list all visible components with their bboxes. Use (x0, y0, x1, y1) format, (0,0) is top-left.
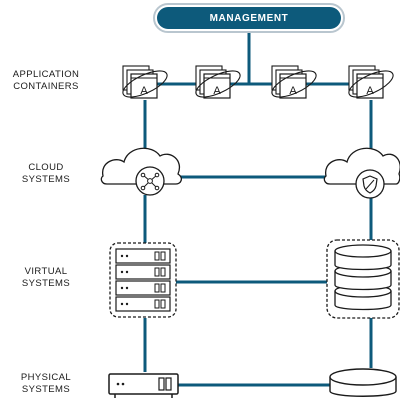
rack-unit (115, 248, 171, 264)
tier-label-virtual: VIRTUAL SYSTEMS (21, 266, 71, 289)
physical-storage-icon (329, 368, 397, 397)
connection-lines (136, 32, 373, 387)
tier-label-application: APPLICATION CONTAINERS (12, 69, 80, 92)
cloud-icon-right (323, 147, 400, 199)
storage-disk (334, 244, 392, 271)
container-glyph: A (140, 85, 148, 97)
tier-label-physical: PHYSICAL SYSTEMS (20, 372, 72, 395)
rack-unit (115, 280, 171, 296)
management-label: MANAGEMENT (157, 7, 341, 29)
cloud-icon-left (100, 147, 182, 196)
container-icon: A (195, 65, 241, 99)
server-rack-icon (109, 242, 177, 318)
rack-unit (115, 296, 171, 312)
container-glyph: A (289, 85, 297, 97)
container-glyph: A (366, 85, 374, 97)
storage-stack-icon (326, 239, 400, 319)
network-hub-icon (140, 172, 160, 191)
container-glyph: A (213, 85, 221, 97)
physical-server-icon (108, 373, 179, 398)
tier-label-cloud: CLOUD SYSTEMS (21, 162, 71, 185)
management-node: MANAGEMENT (153, 3, 345, 33)
container-icon: A (122, 65, 168, 99)
container-icon: A (271, 65, 317, 99)
rack-unit (115, 264, 171, 280)
container-icon: A (348, 65, 394, 99)
